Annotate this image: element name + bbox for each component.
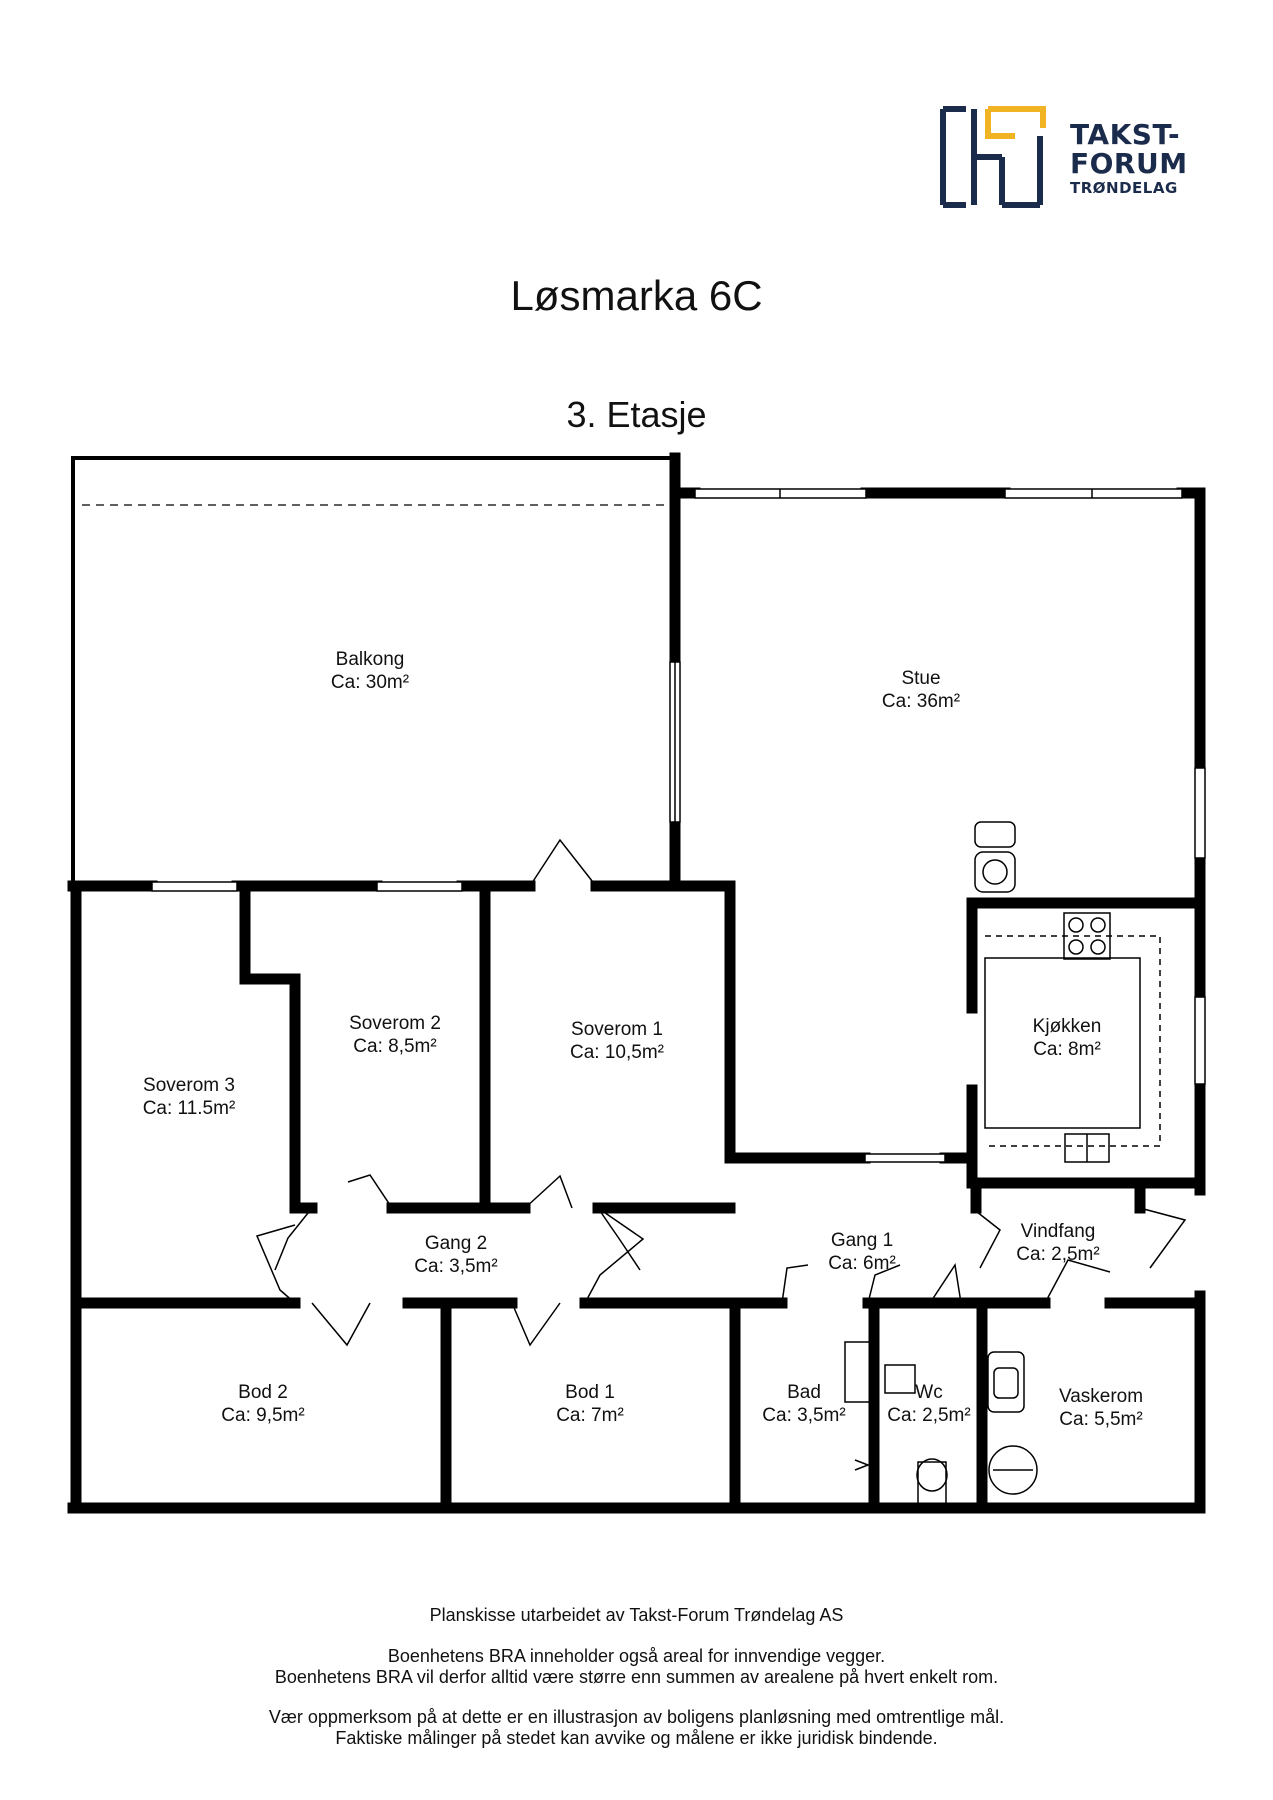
logo-wordmark: TAKST- FORUM TRØNDELAG bbox=[1070, 120, 1188, 197]
logo-line-1: TAKST- bbox=[1070, 118, 1181, 151]
room-name: Soverom 2 bbox=[349, 1013, 441, 1034]
logo-line-3: TRØNDELAG bbox=[1070, 178, 1178, 197]
room-soverom-3: Soverom 3 Ca: 11.5m² bbox=[143, 1074, 236, 1120]
fixtures bbox=[844, 821, 1161, 1509]
room-area: Ca: 9,5m² bbox=[221, 1405, 305, 1426]
company-logo: TAKST- FORUM TRØNDELAG bbox=[940, 106, 1200, 208]
room-gang-2: Gang 2 Ca: 3,5m² bbox=[414, 1232, 497, 1278]
room-name: Balkong bbox=[335, 649, 405, 670]
room-name: Stue bbox=[901, 668, 941, 689]
logo-mark-icon bbox=[940, 106, 1046, 208]
property-title: Løsmarka 6C bbox=[510, 272, 763, 319]
room-soverom-2: Soverom 2 Ca: 8,5m² bbox=[349, 1012, 441, 1058]
room-area: Ca: 3,5m² bbox=[414, 1256, 498, 1277]
room-name: Bod 1 bbox=[565, 1382, 615, 1403]
room-vindfang: Vindfang Ca: 2,5m² bbox=[1016, 1220, 1099, 1266]
room-area: Ca: 8,5m² bbox=[353, 1036, 437, 1057]
room-name: Bod 2 bbox=[238, 1382, 288, 1403]
room-name: Vindfang bbox=[1020, 1221, 1096, 1242]
room-area: Ca: 2,5m² bbox=[1016, 1244, 1100, 1265]
room-area: Ca: 3,5m² bbox=[762, 1405, 846, 1426]
room-area: Ca: 5,5m² bbox=[1059, 1409, 1143, 1430]
room-area: Ca: 30m² bbox=[330, 672, 410, 693]
room-area: Ca: 11.5m² bbox=[142, 1098, 236, 1119]
walls bbox=[67, 452, 1206, 1514]
room-area: Ca: 6m² bbox=[828, 1253, 896, 1274]
footer-note-3: Vær oppmerksom på at dette er en illustr… bbox=[268, 1707, 1005, 1727]
room-name: Vaskerom bbox=[1058, 1386, 1144, 1407]
room-wc: Wc Ca: 2,5m² bbox=[887, 1381, 970, 1427]
room-name: Wc bbox=[915, 1382, 943, 1403]
windows bbox=[151, 488, 1206, 1163]
room-name: Bad bbox=[787, 1382, 821, 1403]
doors bbox=[255, 838, 1187, 1347]
floor-title: 3. Etasje bbox=[566, 394, 707, 435]
room-name: Soverom 3 bbox=[143, 1075, 235, 1096]
room-name: Soverom 1 bbox=[571, 1019, 663, 1040]
room-area: Ca: 2,5m² bbox=[887, 1405, 971, 1426]
room-balkong: Balkong Ca: 30m² bbox=[331, 648, 409, 694]
footer-note-1: Boenhetens BRA inneholder også areal for… bbox=[387, 1646, 886, 1666]
room-soverom-1: Soverom 1 Ca: 10,5m² bbox=[570, 1018, 664, 1064]
room-name: Gang 2 bbox=[424, 1233, 488, 1254]
room-bod-2: Bod 2 Ca: 9,5m² bbox=[221, 1381, 304, 1427]
room-area: Ca: 36m² bbox=[881, 691, 961, 712]
room-area: Ca: 7m² bbox=[556, 1405, 624, 1426]
room-name: Kjøkken bbox=[1032, 1016, 1102, 1037]
room-kjokken: Kjøkken Ca: 8m² bbox=[1033, 1015, 1102, 1061]
room-bod-1: Bod 1 Ca: 7m² bbox=[556, 1381, 624, 1427]
logo-line-2: FORUM bbox=[1070, 147, 1188, 181]
room-gang-1: Gang 1 Ca: 6m² bbox=[828, 1229, 896, 1275]
footer-note-4: Faktiske målinger på stedet kan avvike o… bbox=[335, 1728, 938, 1748]
footer-note-2: Boenhetens BRA vil derfor alltid være st… bbox=[274, 1667, 999, 1687]
room-name: Gang 1 bbox=[830, 1230, 894, 1251]
room-stue: Stue Ca: 36m² bbox=[882, 667, 960, 713]
room-vaskerom: Vaskerom Ca: 5,5m² bbox=[1059, 1385, 1143, 1431]
room-bad: Bad Ca: 3,5m² bbox=[762, 1381, 845, 1427]
room-area: Ca: 10,5m² bbox=[570, 1042, 664, 1063]
footer-credit: Planskisse utarbeidet av Takst-Forum Trø… bbox=[429, 1605, 844, 1625]
room-area: Ca: 8m² bbox=[1033, 1039, 1101, 1060]
